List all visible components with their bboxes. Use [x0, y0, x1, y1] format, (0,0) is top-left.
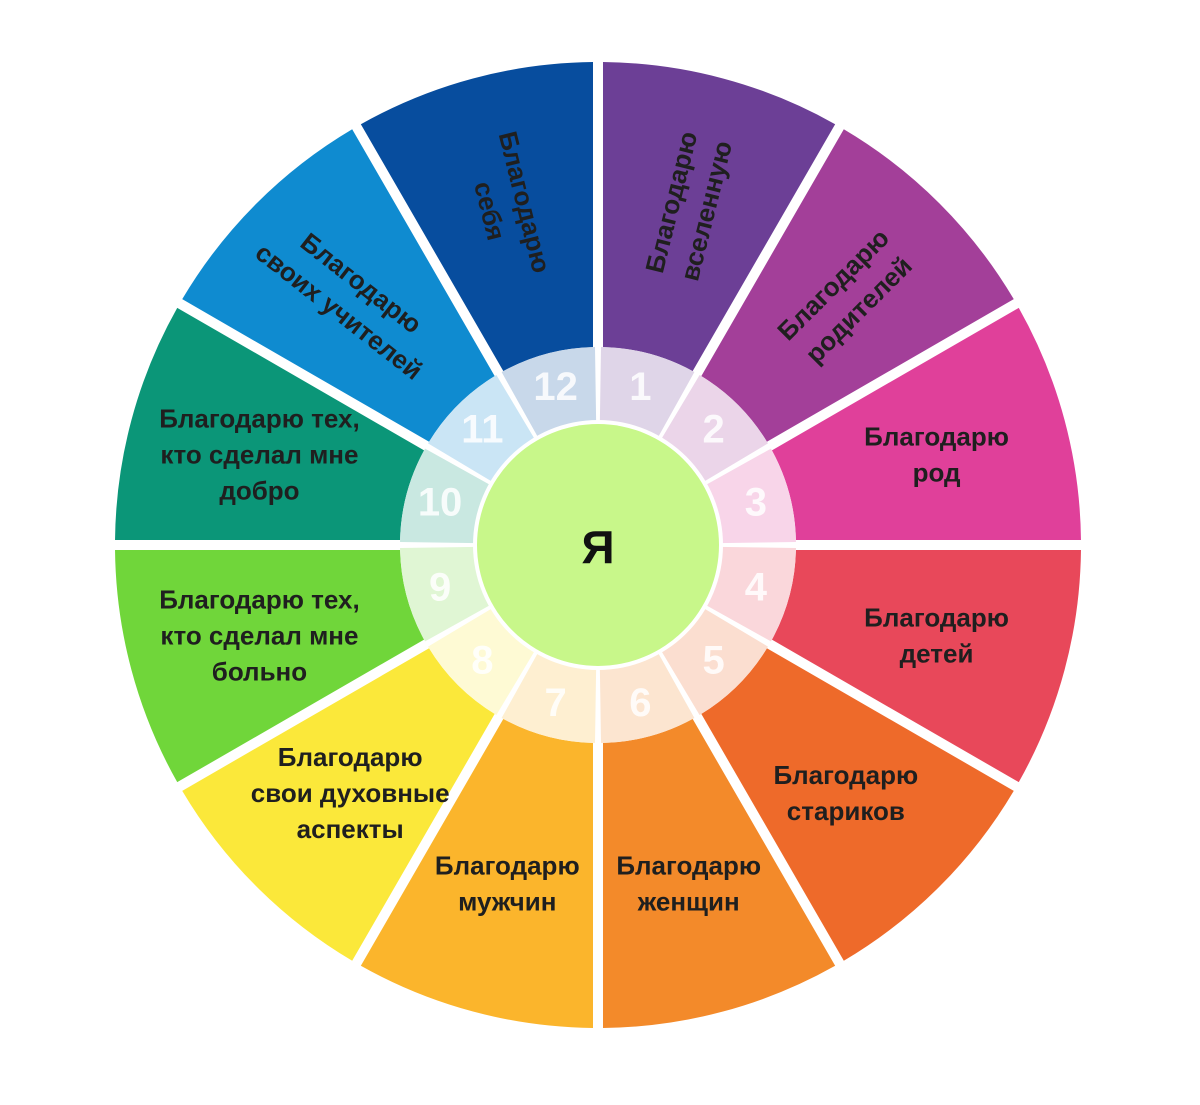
center-label: Я	[581, 521, 614, 573]
sector-label-line: стариков	[787, 796, 905, 826]
sector-1	[602, 62, 836, 372]
sector-label-6: Благодарю женщин	[616, 851, 761, 917]
ring-number-3: 3	[745, 481, 767, 525]
ring-segment-12	[501, 347, 597, 440]
ring-number-9: 9	[429, 565, 451, 609]
sector-label-line: Благодарю	[435, 851, 580, 881]
ring-number-5: 5	[702, 639, 724, 683]
sector-label-line: больно	[212, 657, 307, 687]
sector-label-line: добро	[219, 475, 299, 505]
outer-sectors	[115, 62, 1081, 1028]
sector-label-line: Благодарю	[278, 742, 423, 772]
sector-11	[182, 129, 495, 442]
ring-segment-10	[400, 448, 493, 544]
ring-number-4: 4	[745, 565, 768, 609]
center-circle	[477, 424, 719, 666]
ring-number-8: 8	[471, 639, 493, 683]
ring-segment-1	[599, 347, 695, 440]
sector-10	[115, 307, 425, 541]
sector-8	[182, 648, 495, 961]
ring-segment-11	[428, 375, 536, 483]
ring-segment-9	[400, 546, 493, 642]
ring-number-6: 6	[629, 681, 651, 725]
ring-segment-5	[660, 607, 768, 715]
sector-2	[701, 129, 1014, 442]
ring-segment-3	[703, 448, 796, 544]
sector-label-8: Благодарю свои духовные аспекты	[251, 742, 450, 844]
ring-number-12: 12	[533, 365, 578, 409]
ring-segment-4	[703, 546, 796, 642]
ring-segment-6	[599, 650, 695, 743]
sector-label-3: Благодарю род	[864, 421, 1009, 487]
sector-label-line: Благодарю	[773, 760, 918, 790]
sector-label-line: детей	[900, 639, 974, 669]
ring-number-11: 11	[461, 407, 503, 451]
sector-label-4: Благодарю детей	[864, 603, 1009, 669]
sector-12	[360, 62, 594, 372]
sector-label-10: Благодарю тех, кто сделал мне добро	[159, 403, 360, 505]
sector-label-5: Благодарю стариков	[773, 760, 918, 826]
sector-label-line: род	[913, 457, 961, 487]
sector-label-line: кто сделал мне	[160, 621, 358, 651]
ring-number-7: 7	[545, 681, 567, 725]
sector-5	[701, 648, 1014, 961]
sector-label-line: Благодарю тех,	[159, 585, 360, 615]
sector-label-line: мужчин	[458, 887, 556, 917]
sector-label-7: Благодарю мужчин	[435, 851, 580, 917]
sector-6	[602, 718, 836, 1028]
ring-segment-7	[501, 650, 597, 743]
ring-number-1: 1	[629, 365, 651, 409]
sector-label-line: Благодарю	[616, 851, 761, 881]
ring-segment-2	[660, 375, 768, 483]
sector-label-line: аспекты	[297, 814, 404, 844]
sector-label-line: Благодарю тех,	[159, 403, 360, 433]
ring-segment-8	[428, 607, 536, 715]
ring-number-2: 2	[702, 407, 724, 451]
ring-number-10: 10	[418, 481, 463, 525]
sector-label-line: Благодарю	[864, 421, 1009, 451]
sector-4	[771, 549, 1081, 783]
sector-label-line: свои духовные	[251, 778, 450, 808]
sector-7	[360, 718, 594, 1028]
sector-9	[115, 549, 425, 783]
sector-label-line: Благодарю	[864, 603, 1009, 633]
sector-label-9: Благодарю тех, кто сделал мне больно	[159, 585, 360, 687]
sector-label-line: женщин	[637, 887, 740, 917]
sector-label-line: кто сделал мне	[160, 439, 358, 469]
sector-3	[771, 307, 1081, 541]
